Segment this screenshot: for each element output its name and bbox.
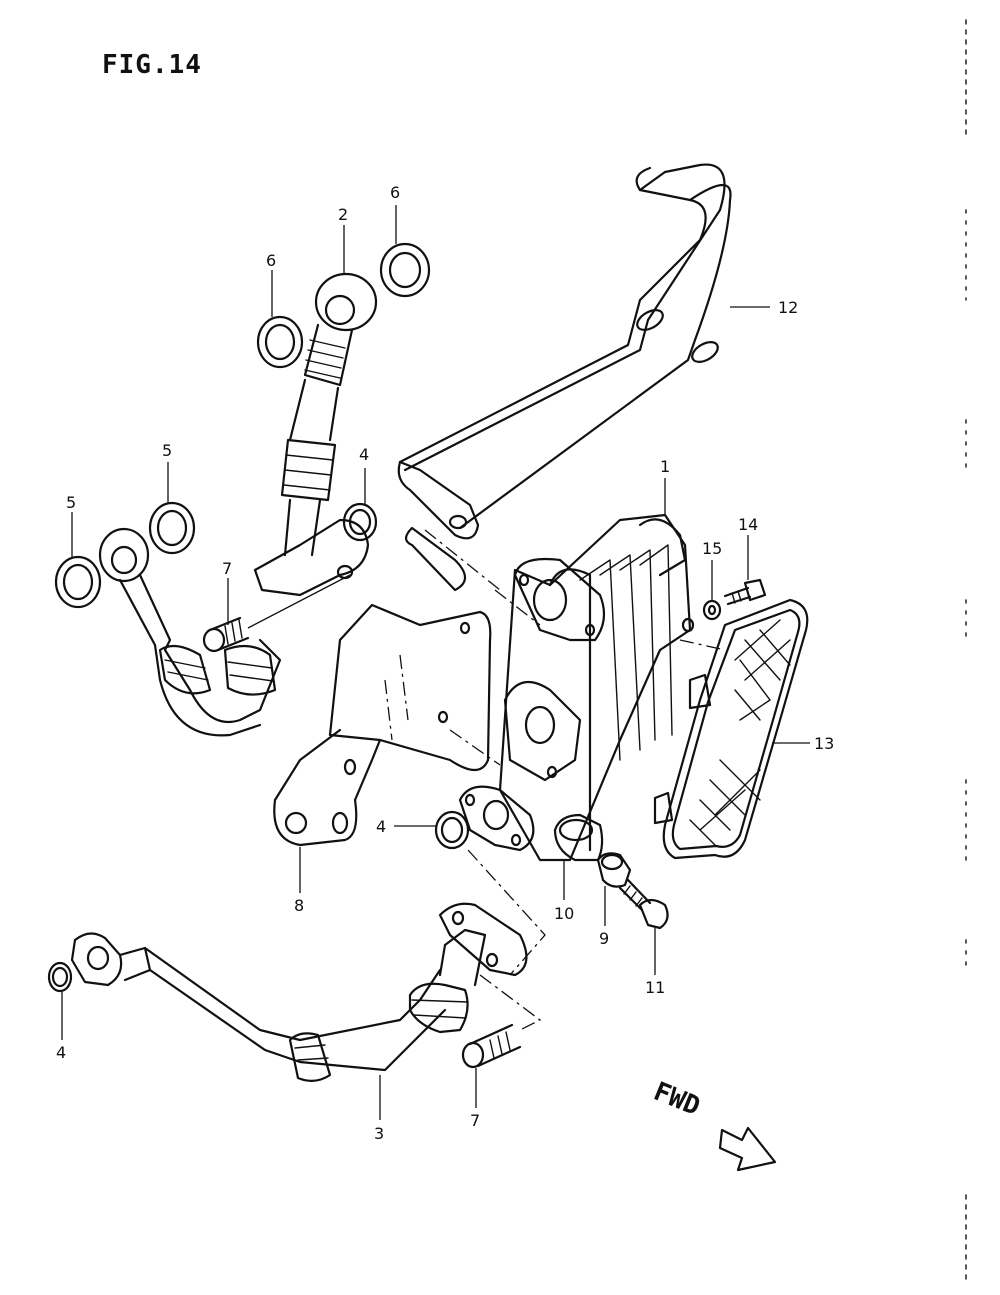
callout-15: 15	[702, 539, 722, 558]
fwd-label: FWD	[649, 1077, 704, 1122]
callout-7-upper: 7	[222, 559, 232, 578]
part-9-collar	[596, 852, 632, 888]
part-3-lower-pipe	[70, 902, 528, 1082]
part-1-oil-cooler	[404, 513, 695, 862]
lower-left-hose	[98, 527, 282, 737]
callout-14: 14	[738, 515, 758, 534]
washer-6-lower	[256, 315, 304, 369]
washer-5-upper	[148, 501, 196, 555]
part-7-bolt-lower	[461, 1023, 522, 1069]
callout-2: 2	[338, 205, 348, 224]
callout-9: 9	[599, 929, 609, 948]
callout-13: 13	[814, 734, 834, 753]
callout-6-upper: 6	[390, 183, 400, 202]
part-13-cover	[653, 598, 809, 860]
part-11-bolt	[618, 878, 669, 930]
washer-4-middle	[434, 810, 470, 850]
callout-5-lower: 5	[66, 493, 76, 512]
washer-5-lower	[54, 555, 102, 609]
part-12-bypass-pipe	[397, 163, 732, 540]
callout-3: 3	[374, 1124, 384, 1143]
callout-6-lower: 6	[266, 251, 276, 270]
callout-5-upper: 5	[162, 441, 172, 460]
part-2-upper-hose	[253, 272, 378, 597]
callout-7-lower: 7	[470, 1111, 480, 1130]
alignment-lines	[424, 529, 726, 1031]
forward-direction-indicator: FWD	[649, 1077, 777, 1172]
part-14-bolt	[723, 578, 767, 606]
callout-11: 11	[645, 978, 665, 997]
washer-4-upper	[342, 502, 378, 542]
callout-8: 8	[294, 896, 304, 915]
callout-labels: 1 2 3 4 4 4 5 5 6 6 7 7 8 9 10 11 12 13 …	[56, 183, 834, 1143]
fwd-arrow-icon	[718, 1126, 777, 1172]
part-10-grommet	[553, 813, 604, 862]
part-7-bolt-upper	[202, 574, 351, 653]
callout-4-lower: 4	[56, 1043, 66, 1062]
part-15-washer	[702, 599, 722, 621]
part-8-bracket	[273, 603, 492, 847]
washer-6-upper	[379, 242, 431, 298]
leader-lines	[61, 205, 810, 1120]
washer-4-lower	[47, 961, 73, 993]
callout-1: 1	[660, 457, 670, 476]
figure-title: FIG.14	[102, 50, 202, 80]
flange-fitting	[458, 785, 535, 852]
callout-12: 12	[778, 298, 798, 317]
callout-10: 10	[554, 904, 574, 923]
callout-4-middle: 4	[376, 817, 386, 836]
callout-4-upper: 4	[359, 445, 369, 464]
